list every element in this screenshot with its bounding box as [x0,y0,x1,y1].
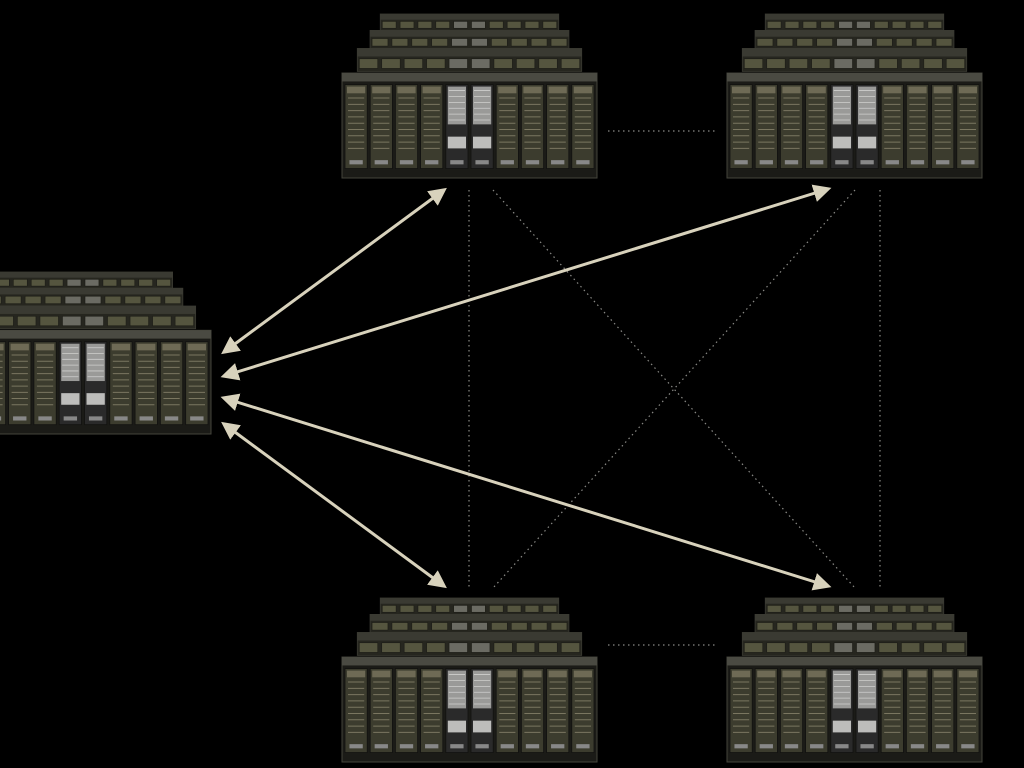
arrow-hub-to-bottom-left [221,421,447,589]
arrow-hub-to-bottom-right [220,393,832,591]
nodes-layer [0,13,983,763]
arrow-hub-to-top-left [221,187,447,355]
server-rack-cluster-icon [341,13,598,179]
server-rack-cluster-icon [726,597,983,763]
arrows-layer [220,184,832,591]
arrow-hub-to-top-right [220,184,832,381]
server-rack-cluster-icon [0,271,212,435]
server-rack-cluster-icon [341,597,598,763]
server-rack-cluster-icon [726,13,983,179]
dotted-links-layer [468,130,881,646]
